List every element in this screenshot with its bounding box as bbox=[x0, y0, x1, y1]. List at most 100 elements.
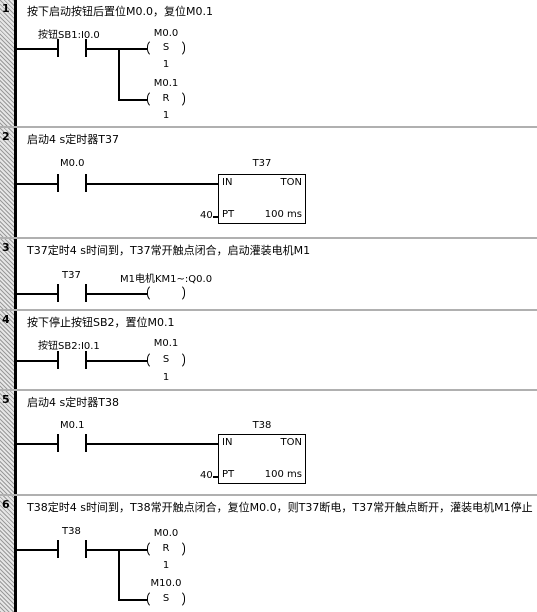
coil-count: 1 bbox=[162, 59, 170, 70]
network-gutter bbox=[0, 128, 14, 239]
network-6[interactable]: 6 T38定时4 s时间到，T38常开触点闭合，复位M0.0，则T37断电，T3… bbox=[0, 496, 537, 612]
network-comment[interactable]: 按下停止按钮SB2，置位M0.1 bbox=[27, 316, 175, 329]
wire bbox=[17, 360, 57, 362]
wire bbox=[87, 360, 147, 362]
no-contact-right[interactable] bbox=[85, 174, 87, 192]
contact-label: T37 bbox=[62, 270, 81, 281]
network-comment[interactable]: 启动4 s定时器T38 bbox=[27, 396, 119, 409]
no-contact-right[interactable] bbox=[85, 284, 87, 302]
network-number: 1 bbox=[2, 2, 10, 15]
no-contact-left[interactable] bbox=[57, 284, 59, 302]
wire bbox=[87, 48, 147, 50]
network-3[interactable]: 3 T37定时4 s时间到，T37常开触点闭合，启动灌装电机M1 T37 M1电… bbox=[0, 239, 537, 311]
no-contact-left[interactable] bbox=[57, 434, 59, 452]
contact-label: M0.1 bbox=[60, 420, 85, 431]
wire bbox=[87, 183, 218, 185]
coil-left-arc[interactable] bbox=[147, 590, 155, 608]
contact-label: 按钮SB1:I0.0 bbox=[38, 30, 100, 41]
coil-right-arc[interactable] bbox=[177, 90, 185, 108]
network-gutter bbox=[0, 239, 14, 311]
coil-left-arc[interactable] bbox=[147, 90, 155, 108]
coil-op: S bbox=[162, 42, 170, 53]
power-rail bbox=[14, 0, 17, 128]
network-gutter bbox=[0, 391, 14, 496]
coil-left-arc[interactable] bbox=[147, 540, 155, 558]
timer-preset: 40 bbox=[200, 210, 213, 221]
network-separator bbox=[0, 389, 537, 391]
network-gutter bbox=[0, 311, 14, 391]
network-5[interactable]: 5 启动4 s定时器T38 M0.1 T38 IN TON PT 100 ms … bbox=[0, 391, 537, 496]
coil-address: M0.1 bbox=[153, 78, 179, 89]
coil-right-arc[interactable] bbox=[177, 284, 185, 302]
network-number: 4 bbox=[2, 313, 10, 326]
contact-label: 按钮SB2:I0.1 bbox=[38, 341, 100, 352]
timer-base: 100 ms bbox=[264, 469, 302, 480]
coil-left-arc[interactable] bbox=[147, 351, 155, 369]
contact-label: M0.0 bbox=[60, 158, 85, 169]
no-contact-right[interactable] bbox=[85, 434, 87, 452]
coil-address: M0.0 bbox=[153, 528, 179, 539]
coil-left-arc[interactable] bbox=[147, 39, 155, 57]
network-separator bbox=[0, 126, 537, 128]
timer-type: TON bbox=[280, 177, 302, 188]
network-comment[interactable]: 启动4 s定时器T37 bbox=[27, 133, 119, 146]
no-contact-right[interactable] bbox=[85, 39, 87, 57]
power-rail bbox=[14, 496, 17, 612]
power-rail bbox=[14, 128, 17, 239]
no-contact-left[interactable] bbox=[57, 351, 59, 369]
wire bbox=[17, 443, 57, 445]
power-rail bbox=[14, 391, 17, 496]
coil-op: R bbox=[162, 543, 170, 554]
network-number: 5 bbox=[2, 393, 10, 406]
coil-right-arc[interactable] bbox=[177, 590, 185, 608]
wire bbox=[118, 599, 147, 601]
network-separator bbox=[0, 494, 537, 496]
coil-op: R bbox=[162, 93, 170, 104]
wire bbox=[87, 443, 218, 445]
coil-op: S bbox=[162, 593, 170, 604]
network-comment[interactable]: T37定时4 s时间到，T37常开触点闭合，启动灌装电机M1 bbox=[27, 244, 311, 257]
branch-wire bbox=[118, 48, 120, 100]
contact-label: T38 bbox=[62, 526, 81, 537]
no-contact-left[interactable] bbox=[57, 39, 59, 57]
coil-count: 1 bbox=[162, 560, 170, 571]
timer-box[interactable]: IN TON PT 100 ms bbox=[218, 434, 306, 484]
timer-name: T37 bbox=[252, 158, 272, 169]
coil-right-arc[interactable] bbox=[177, 351, 185, 369]
no-contact-right[interactable] bbox=[85, 540, 87, 558]
wire bbox=[213, 476, 218, 478]
network-separator bbox=[0, 309, 537, 311]
timer-preset: 40 bbox=[200, 470, 213, 481]
timer-pt-pin: PT bbox=[222, 209, 235, 220]
network-4[interactable]: 4 按下停止按钮SB2，置位M0.1 按钮SB2:I0.1 M0.1 S 1 bbox=[0, 311, 537, 391]
network-1[interactable]: 1 按下启动按钮后置位M0.0，复位M0.1 按钮SB1:I0.0 M0.0 S… bbox=[0, 0, 537, 128]
network-number: 6 bbox=[2, 498, 10, 511]
coil-address: M1电机KM1~:Q0.0 bbox=[120, 274, 213, 285]
wire bbox=[87, 549, 147, 551]
no-contact-right[interactable] bbox=[85, 351, 87, 369]
no-contact-left[interactable] bbox=[57, 174, 59, 192]
wire bbox=[87, 293, 147, 295]
coil-left-arc[interactable] bbox=[147, 284, 155, 302]
coil-right-arc[interactable] bbox=[177, 39, 185, 57]
network-gutter bbox=[0, 496, 14, 612]
timer-box[interactable]: IN TON PT 100 ms bbox=[218, 174, 306, 224]
network-comment[interactable]: T38定时4 s时间到，T38常开触点闭合，复位M0.0，则T37断电，T37常… bbox=[27, 501, 533, 514]
network-2[interactable]: 2 启动4 s定时器T37 M0.0 T37 IN TON PT 100 ms … bbox=[0, 128, 537, 239]
coil-count: 1 bbox=[162, 372, 170, 383]
network-comment[interactable]: 按下启动按钮后置位M0.0，复位M0.1 bbox=[27, 5, 213, 18]
timer-type: TON bbox=[280, 437, 302, 448]
coil-address: M10.0 bbox=[150, 578, 182, 589]
network-number: 2 bbox=[2, 130, 10, 143]
coil-count: 1 bbox=[162, 110, 170, 121]
timer-in-pin: IN bbox=[222, 437, 233, 448]
no-contact-left[interactable] bbox=[57, 540, 59, 558]
wire bbox=[118, 99, 147, 101]
coil-op: S bbox=[162, 354, 170, 365]
wire bbox=[17, 183, 57, 185]
network-number: 3 bbox=[2, 241, 10, 254]
timer-pt-pin: PT bbox=[222, 469, 235, 480]
branch-wire bbox=[118, 549, 120, 600]
coil-right-arc[interactable] bbox=[177, 540, 185, 558]
